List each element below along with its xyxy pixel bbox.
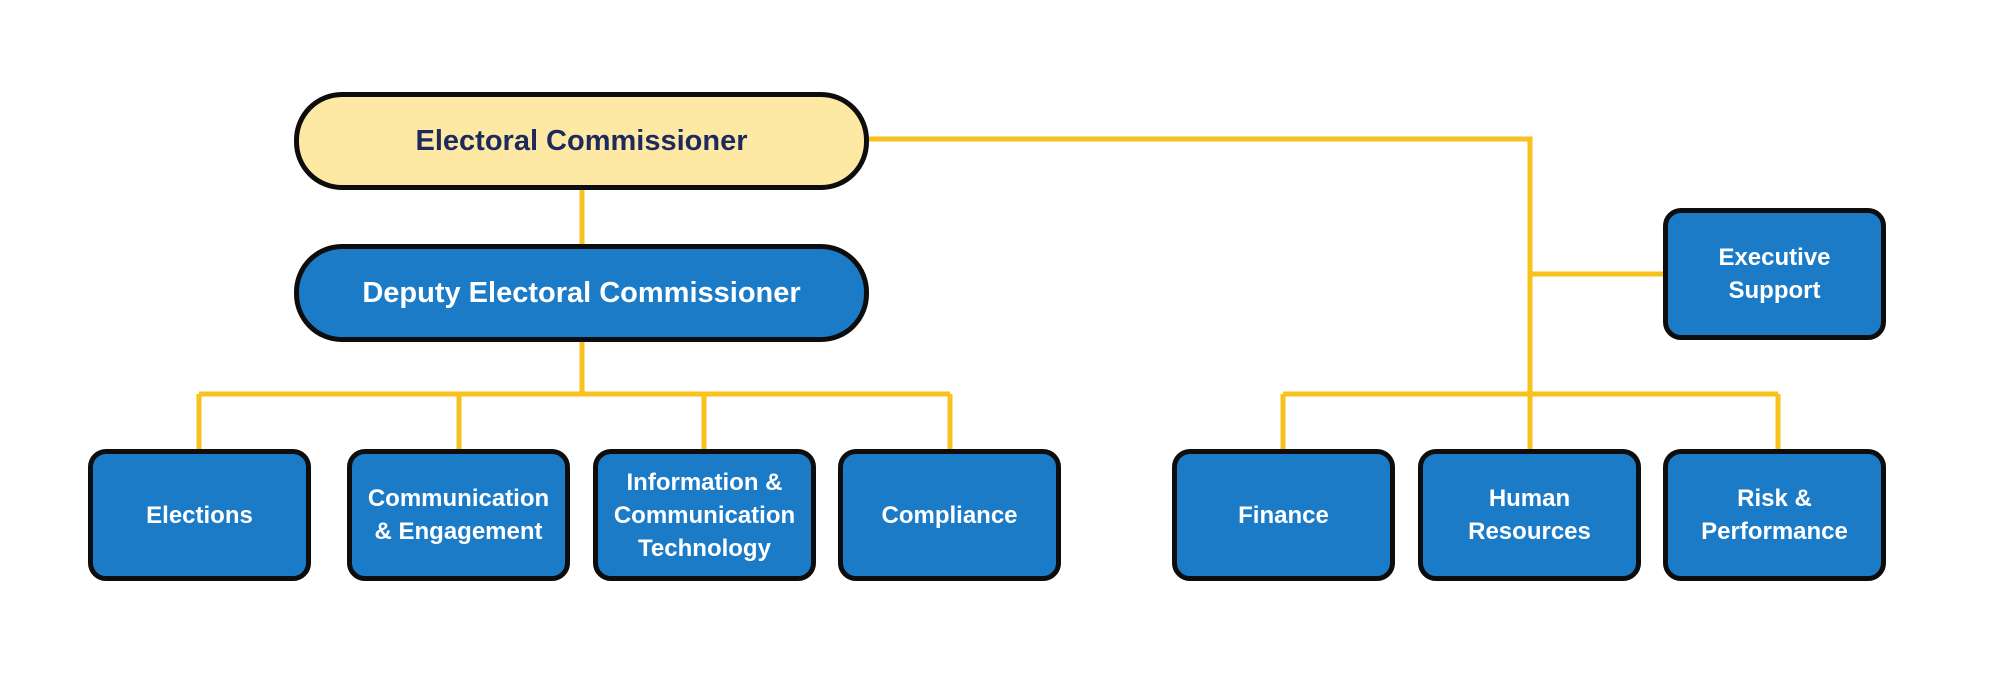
node-label: Information & Communication Technology [613, 468, 796, 562]
elections-node: Elections [88, 449, 311, 581]
risk-performance-node: Risk & Performance [1663, 449, 1886, 581]
compliance-node: Compliance [838, 449, 1061, 581]
node-label: Electoral Commissioner [415, 124, 748, 157]
node-label: Communication & Engagement [367, 485, 550, 545]
ict-node: Information & Communication Technology [593, 449, 816, 581]
node-label: Human Resources [1468, 485, 1591, 545]
electoral-commissioner-node: Electoral Commissioner [294, 92, 869, 190]
deputy-electoral-commissioner-node: Deputy Electoral Commissioner [294, 244, 869, 342]
node-label: Risk & Performance [1701, 485, 1848, 545]
node-label: Elections [146, 501, 253, 529]
node-label: Compliance [881, 501, 1018, 529]
node-label: Executive Support [1718, 244, 1831, 304]
human-resources-node: Human Resources [1418, 449, 1641, 581]
communication-engagement-node: Communication & Engagement [347, 449, 570, 581]
executive-support-node: Executive Support [1663, 208, 1886, 340]
node-label: Deputy Electoral Commissioner [362, 276, 801, 309]
node-label: Finance [1238, 501, 1329, 529]
connector-commissioner-right [864, 136, 1533, 451]
finance-node: Finance [1172, 449, 1395, 581]
